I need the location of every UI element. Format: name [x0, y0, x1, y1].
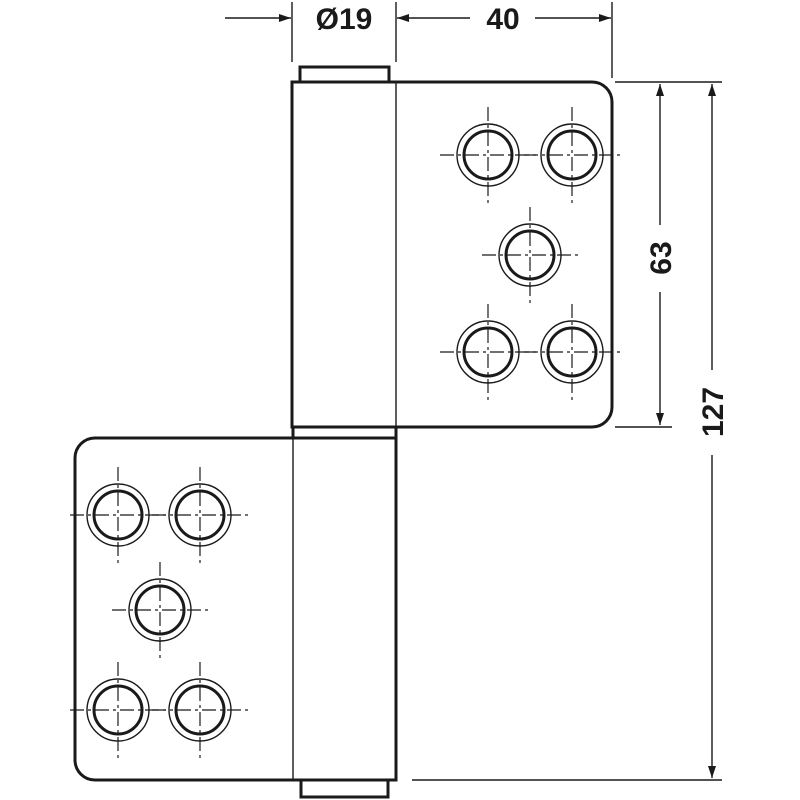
- upper-pin-cap: [298, 65, 391, 84]
- screw-hole: [70, 467, 166, 563]
- hole-bore: [504, 229, 556, 281]
- screw-hole: [524, 107, 620, 203]
- hole-bore: [462, 129, 514, 181]
- screw-hole: [440, 107, 536, 203]
- hole-span-label: 63: [645, 241, 678, 274]
- screw-hole: [112, 562, 208, 658]
- dimension-lines: [225, 2, 722, 781]
- screw-hole: [152, 467, 248, 563]
- upper-leaf: [290, 65, 614, 429]
- leaf-width-label: 40: [486, 3, 519, 36]
- hole-bore: [92, 489, 144, 541]
- hole-bore: [134, 584, 186, 636]
- hole-bore: [462, 326, 514, 378]
- screw-hole: [440, 304, 536, 400]
- hole-bore: [174, 489, 226, 541]
- lower-pin-cap: [299, 778, 390, 799]
- lower-leaf-plate: [73, 436, 398, 782]
- screw-hole: [524, 304, 620, 400]
- pin-diameter-label: Ø19: [316, 3, 373, 36]
- screw-hole: [482, 207, 578, 303]
- screw-holes: [70, 107, 620, 758]
- hole-bore: [546, 326, 598, 378]
- knuckle-washer: [291, 425, 398, 440]
- total-height-label: 127: [697, 387, 730, 437]
- screw-hole: [70, 662, 166, 758]
- hole-bore: [174, 684, 226, 736]
- hole-bore: [546, 129, 598, 181]
- upper-leaf-plate: [290, 80, 614, 429]
- hole-bore: [92, 684, 144, 736]
- lower-leaf: [73, 436, 398, 799]
- screw-hole: [152, 662, 248, 758]
